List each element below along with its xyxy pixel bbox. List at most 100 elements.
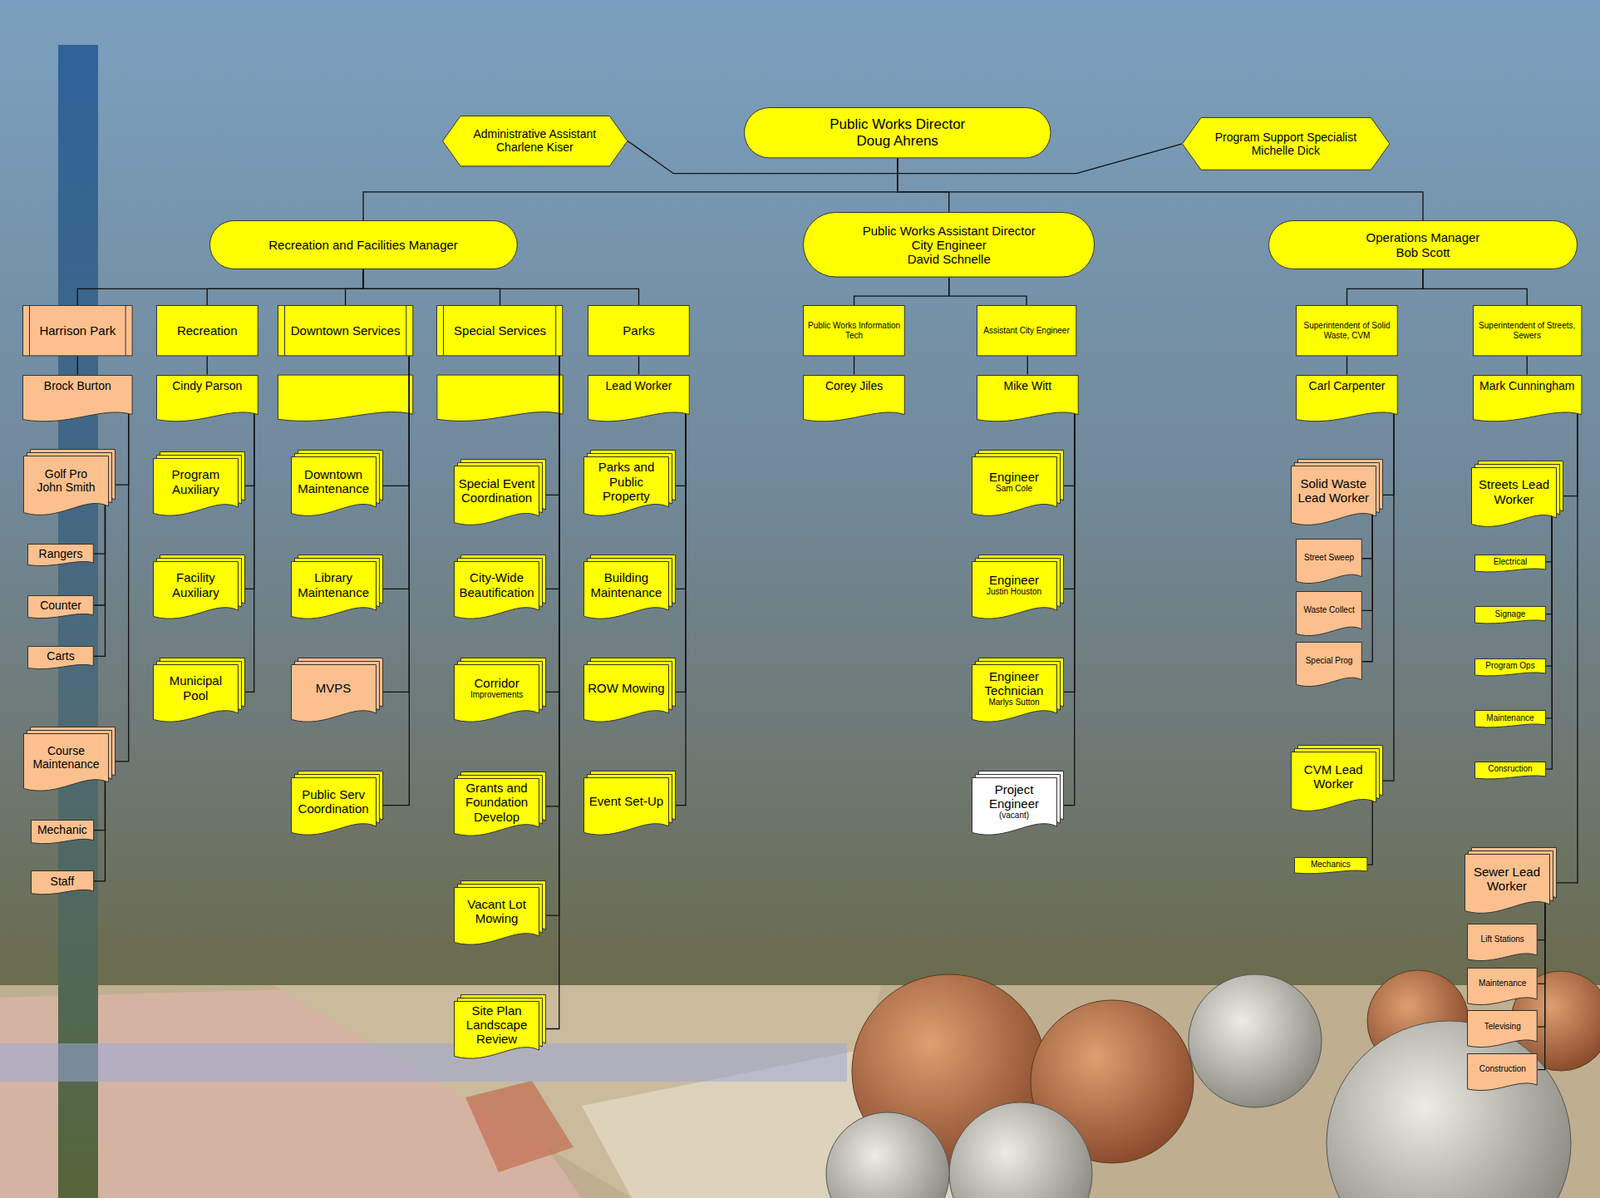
org-connector bbox=[1422, 269, 1527, 306]
task-document: Lift Stations bbox=[1467, 923, 1538, 965]
node-label: Vacant Lot Mowing bbox=[456, 896, 537, 926]
org-connector bbox=[206, 269, 364, 306]
node-label: Library Maintenance bbox=[293, 570, 374, 600]
team-multidocument: Golf ProJohn Smith bbox=[23, 448, 115, 521]
unit-process-box: Downtown Services bbox=[277, 305, 414, 356]
unit-box: Superintendent of Streets, Sewers bbox=[1472, 305, 1582, 356]
shape-outline bbox=[209, 221, 517, 270]
team-multidocument: CVM Lead Worker bbox=[1290, 744, 1383, 817]
node-label: Consruction bbox=[1476, 763, 1544, 774]
org-connector bbox=[1545, 510, 1552, 719]
team-multidocument: City-Wide Beautification bbox=[453, 554, 546, 624]
node-label: Michelle Dick bbox=[1203, 143, 1369, 158]
node-label: Municipal Pool bbox=[155, 673, 236, 703]
shape-outline bbox=[1467, 1053, 1538, 1090]
org-connector bbox=[638, 355, 640, 375]
shape-outline bbox=[976, 374, 1079, 421]
org-connector bbox=[1063, 410, 1075, 590]
node-label: Waste Collect bbox=[1298, 605, 1360, 616]
shape-outline bbox=[1291, 466, 1377, 526]
shape-outline bbox=[1474, 606, 1546, 624]
org-connector bbox=[93, 775, 106, 831]
shape-outline bbox=[454, 561, 540, 619]
org-connector bbox=[115, 410, 129, 486]
process-side-line bbox=[556, 305, 557, 356]
unit-box: Recreation bbox=[156, 305, 259, 356]
team-multidocument: Special Event Coordination bbox=[453, 458, 546, 531]
node-label: Carts bbox=[29, 649, 92, 663]
org-connector bbox=[1382, 410, 1394, 782]
node-label: Program Auxiliary bbox=[155, 467, 236, 497]
node-label: Site Plan Landscape Review bbox=[456, 1003, 537, 1047]
node-shape bbox=[1295, 641, 1363, 691]
org-connector bbox=[546, 355, 560, 692]
node-label: Recreation bbox=[159, 323, 256, 338]
org-connector bbox=[546, 355, 560, 806]
coin bbox=[826, 1112, 950, 1198]
coin bbox=[1326, 1020, 1571, 1198]
node-label: Street Sweep bbox=[1298, 552, 1360, 563]
shape-outline bbox=[277, 305, 413, 356]
node-label: Sewer Lead Worker bbox=[1467, 864, 1547, 894]
team-multidocument: MVPS bbox=[290, 657, 383, 727]
shape-outline bbox=[584, 777, 670, 835]
node-label: Downtown Services bbox=[287, 323, 404, 338]
node-label: Mike Witt bbox=[979, 379, 1076, 393]
node-label: Assistant City Engineer bbox=[979, 325, 1074, 336]
shape-outline bbox=[454, 466, 540, 526]
task-document: Mechanic bbox=[30, 819, 94, 847]
org-connector bbox=[93, 498, 106, 554]
shape-outline bbox=[156, 374, 258, 421]
node-label: Construction bbox=[1469, 1063, 1536, 1074]
manager-terminator: Recreation and Facilities Manager bbox=[209, 220, 518, 270]
node-label: Maintenance bbox=[1469, 978, 1536, 989]
org-connector bbox=[245, 410, 255, 590]
org-connector bbox=[206, 355, 208, 375]
node-label: ROW Mowing bbox=[585, 680, 666, 695]
node-label: Maintenance bbox=[1476, 713, 1544, 724]
node-label: Engineer Technician bbox=[974, 669, 1054, 699]
shape-outline bbox=[24, 733, 109, 792]
shape-outline bbox=[442, 115, 627, 166]
shape-outline bbox=[153, 561, 239, 619]
org-connector bbox=[1027, 355, 1029, 375]
node-label: Public Works Assistant Director bbox=[822, 223, 1075, 238]
lead-document: Mark Cunningham bbox=[1472, 374, 1582, 426]
org-connector bbox=[1382, 410, 1394, 496]
shape-outline bbox=[153, 457, 239, 516]
banknote-ornament bbox=[465, 1080, 574, 1172]
team-multidocument: Building Maintenance bbox=[583, 554, 675, 624]
node-label: Staff bbox=[33, 874, 92, 888]
org-connector bbox=[675, 410, 686, 693]
task-document: Counter bbox=[27, 595, 94, 621]
node-label: Signage bbox=[1476, 609, 1544, 620]
node-label: (vacant) bbox=[974, 810, 1054, 821]
shape-outline bbox=[1294, 857, 1367, 874]
node-shape bbox=[1467, 923, 1538, 965]
node-label: Project Engineer bbox=[974, 782, 1054, 812]
node-label: Event Set-Up bbox=[585, 793, 666, 808]
shape-outline bbox=[437, 305, 563, 356]
org-connector bbox=[675, 410, 686, 487]
node-label: Operations Manager bbox=[1283, 230, 1563, 245]
shape-outline bbox=[1296, 374, 1399, 421]
unit-box: Public Works Information Tech bbox=[802, 305, 906, 356]
node-label: Brock Burton bbox=[25, 379, 130, 393]
node-shape bbox=[1295, 590, 1363, 640]
shape-outline bbox=[1467, 967, 1538, 1005]
node-label: Administrative Assistant bbox=[462, 127, 607, 141]
org-connector bbox=[546, 355, 560, 916]
unit-box: Parks bbox=[587, 305, 690, 356]
node-label: Building Maintenance bbox=[585, 570, 666, 600]
org-connector bbox=[546, 355, 560, 589]
org-connector bbox=[1545, 510, 1552, 666]
task-document: Signage bbox=[1474, 605, 1546, 626]
process-side-line bbox=[125, 305, 127, 356]
node-label: Golf Pro bbox=[25, 467, 106, 481]
org-connector bbox=[93, 498, 106, 606]
empty-lead-document bbox=[277, 374, 413, 421]
shape-outline bbox=[1269, 221, 1578, 270]
node-label: Program Ops bbox=[1476, 660, 1544, 671]
staff-hexagon: Program Support SpecialistMichelle Dick bbox=[1181, 117, 1390, 171]
lead-document: Mike Witt bbox=[976, 374, 1079, 426]
